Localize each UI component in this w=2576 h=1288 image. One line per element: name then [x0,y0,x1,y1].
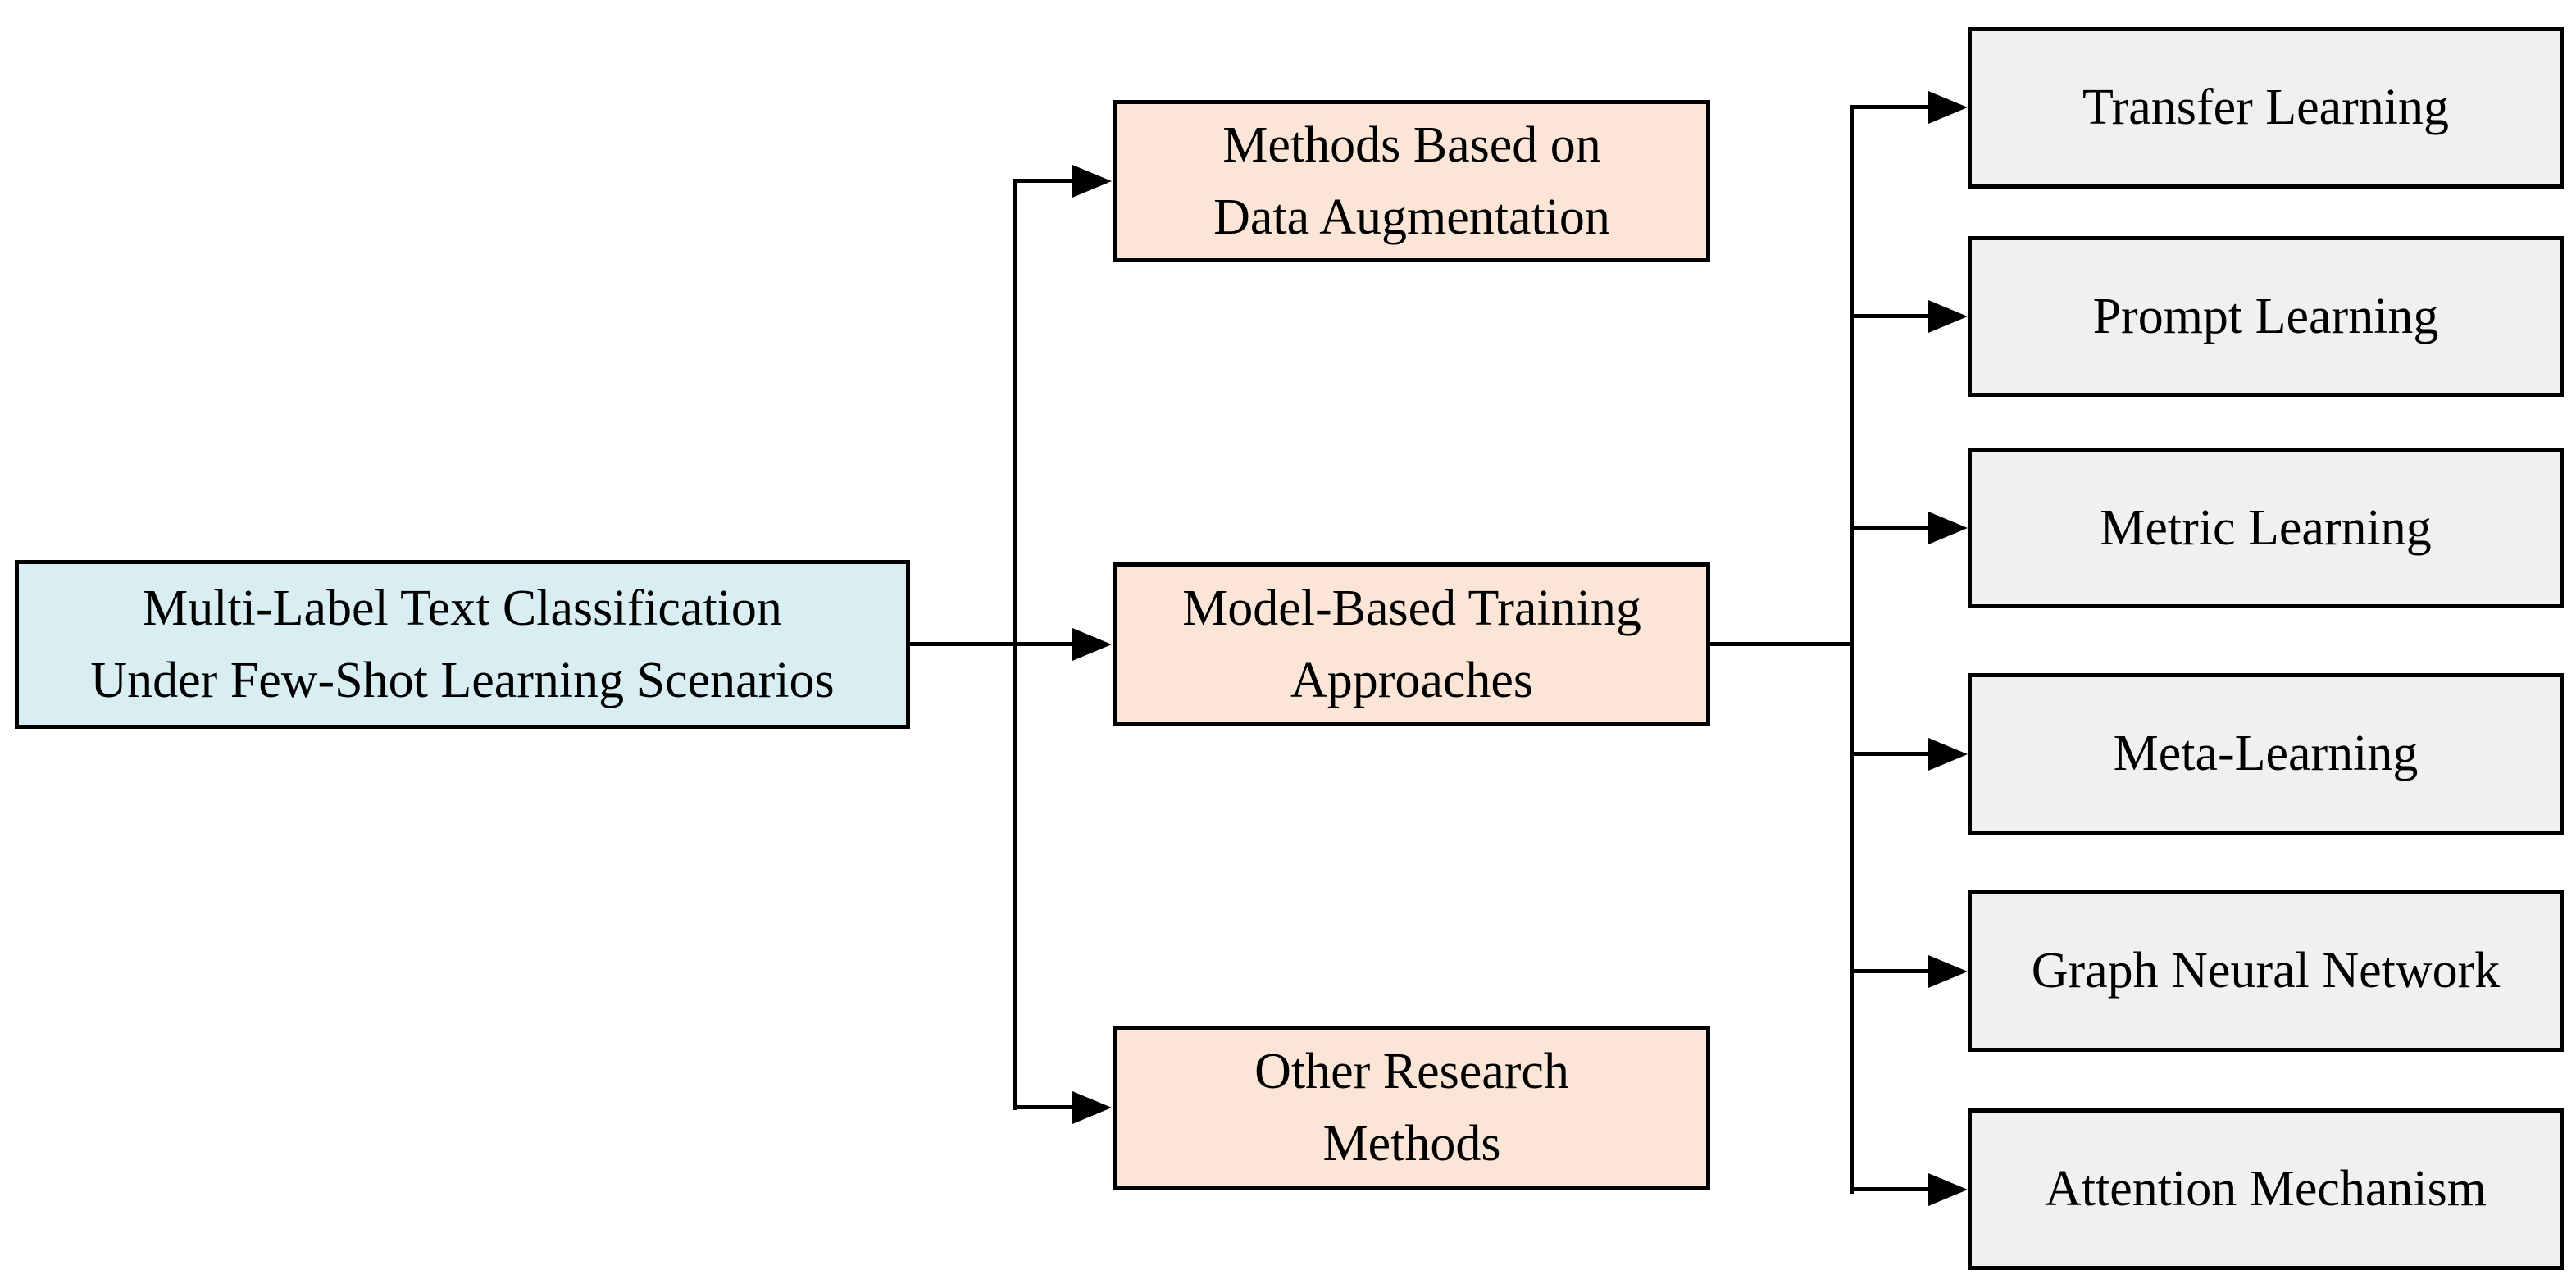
node-root-line2: Under Few-Shot Learning Scenarios [90,653,835,708]
node-metric-learning-label: Metric Learning [2100,499,2432,556]
connector-left-trunk-line [1013,179,1017,1110]
connector-right-trunk-line [1850,105,1854,1194]
node-methods-data-augmentation-line1: Methods Based on [1222,116,1601,173]
connector-to-transfer-learning-line [1850,105,1928,109]
node-transfer-learning-label: Transfer Learning [2082,80,2450,136]
connector-to-other-methods-line [1013,1105,1076,1109]
node-root: Multi-Label Text Classification Under Fe… [15,560,910,729]
node-meta-learning: Meta-Learning [1968,673,2564,835]
arrowhead-to-model-based [1072,628,1112,661]
node-attention-mechanism: Attention Mechanism [1968,1108,2564,1270]
node-transfer-learning: Transfer Learning [1968,27,2564,189]
arrowhead-to-other-methods [1072,1091,1112,1124]
connector-to-metric-learning-line [1850,526,1928,530]
node-meta-learning-label: Meta-Learning [2113,726,2419,782]
node-attention-mechanism-label: Attention Mechanism [2045,1161,2487,1217]
arrowhead-to-prompt-learning [1928,300,1968,333]
connector-to-data-augmentation-line [1013,179,1076,183]
arrowhead-to-data-augmentation [1072,165,1112,198]
arrowhead-to-metric-learning [1928,512,1968,544]
node-other-research-methods: Other Research Methods [1113,1026,1710,1190]
node-other-research-methods-line2: Methods [1322,1116,1501,1172]
node-methods-data-augmentation: Methods Based on Data Augmentation [1113,100,1710,262]
connector-to-graph-neural-network-line [1850,969,1928,973]
node-prompt-learning: Prompt Learning [1968,236,2564,397]
node-graph-neural-network: Graph Neural Network [1968,890,2564,1052]
arrowhead-to-transfer-learning [1928,91,1968,124]
arrowhead-to-graph-neural-network [1928,955,1968,988]
node-model-based-training: Model-Based Training Approaches [1113,562,1710,726]
connector-to-meta-learning-line [1850,752,1928,756]
node-model-based-training-line2: Approaches [1290,653,1534,708]
connector-model-based-to-trunk-line [1710,642,1854,646]
node-methods-data-augmentation-line2: Data Augmentation [1213,189,1610,245]
arrowhead-to-meta-learning [1928,738,1968,771]
node-graph-neural-network-label: Graph Neural Network [2031,943,2501,999]
connector-to-prompt-learning-line [1850,314,1928,318]
node-metric-learning: Metric Learning [1968,448,2564,608]
node-model-based-training-line1: Model-Based Training [1182,580,1641,636]
arrowhead-to-attention-mechanism [1928,1173,1968,1206]
node-root-line1: Multi-Label Text Classification [143,580,782,636]
node-prompt-learning-label: Prompt Learning [2092,288,2439,344]
connector-to-attention-mechanism-line [1850,1187,1928,1191]
connector-root-to-model-based-line [908,642,1076,646]
node-other-research-methods-line1: Other Research [1254,1043,1569,1099]
